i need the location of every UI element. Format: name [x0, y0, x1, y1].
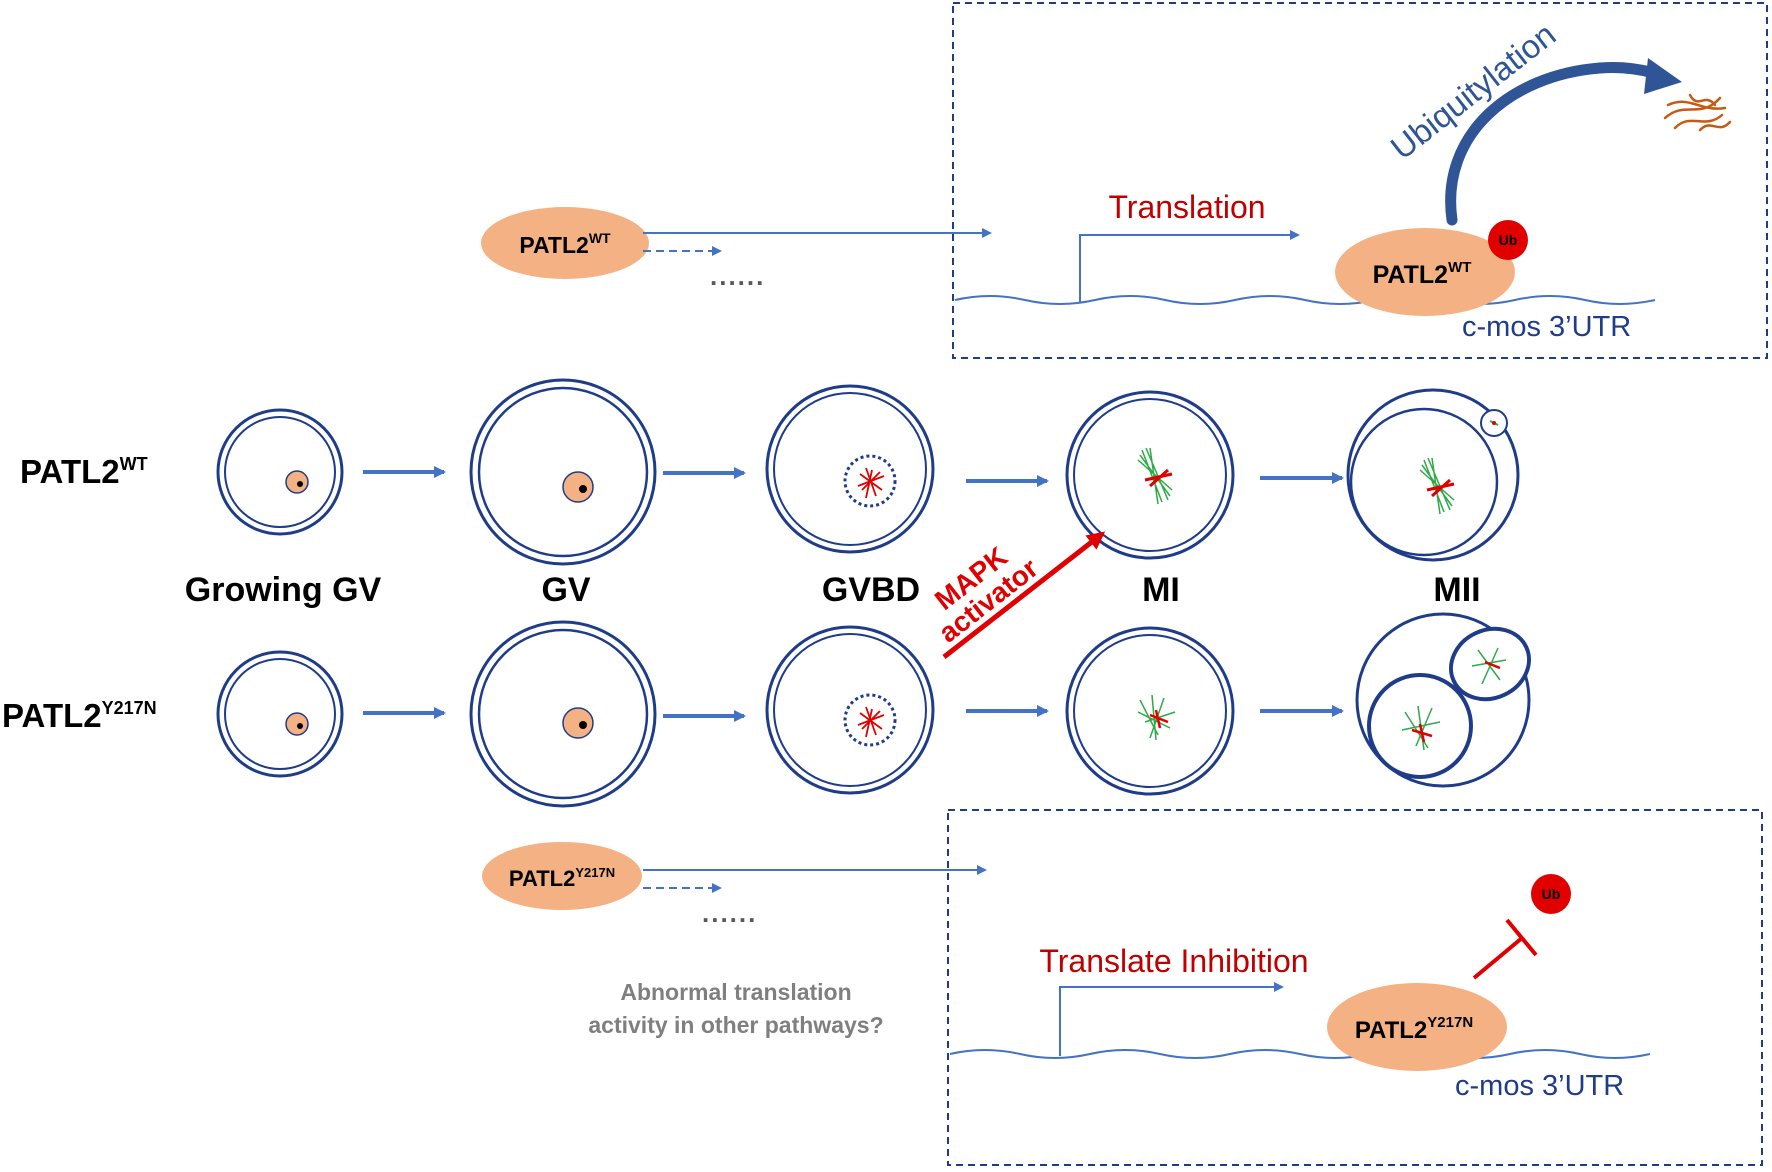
mut-gvbd-oocyte — [765, 625, 935, 795]
patl2-wt-protein-top-label: PATL2 — [519, 232, 588, 258]
mut-gv-oocyte — [469, 620, 657, 808]
mut-mii-oocyte — [1355, 612, 1531, 788]
ubiquitylation-label: Ubiquitylation — [1383, 15, 1562, 166]
svg-text:PATL2WT: PATL2WT — [1373, 259, 1472, 289]
patl2-wt-protein-top-sup: WT — [589, 230, 611, 246]
svg-text:PATL2Y217N: PATL2Y217N — [2, 697, 157, 734]
patl2-mut-protein-bottom-label: PATL2 — [509, 866, 575, 891]
bottom-mrna-wave — [949, 1049, 1651, 1059]
patl2-mut-protein-mrna-sup: Y217N — [1427, 1014, 1473, 1031]
svg-text:PATL2Y217N: PATL2Y217N — [509, 865, 615, 891]
wt-mii-oocyte — [1346, 388, 1520, 562]
mapk-activator-arrow — [942, 531, 1106, 659]
wt-row-label-sup: WT — [120, 454, 148, 474]
patl2-mut-protein-bottom-sup: Y217N — [575, 865, 615, 880]
wt-growing-gv-oocyte — [216, 408, 344, 536]
ubiquitylation-arrow — [1445, 62, 1666, 226]
patl2-wt-protein-top — [481, 207, 649, 279]
mut-mi-oocyte — [1065, 626, 1235, 796]
patl2-mut-protein-mrna — [1327, 983, 1507, 1071]
wt-mi-oocyte — [1065, 390, 1235, 560]
patl2-wt-protein-mrna — [1335, 228, 1515, 316]
wt-gvbd-oocyte — [765, 384, 935, 554]
mut-growing-gv-oocyte — [216, 650, 344, 778]
top-mrna-wave — [954, 295, 1656, 305]
translate-inhibition-label: Translate Inhibition — [1039, 943, 1308, 979]
patl2-mut-protein-mrna-label: PATL2 — [1355, 1017, 1427, 1044]
stage-label-mii: MII — [1433, 571, 1480, 609]
bottom-utr-label: c-mos 3’UTR — [1455, 1070, 1624, 1102]
ubiquitylation-arrowhead — [1644, 58, 1682, 94]
svg-text:PATL2Y217N: PATL2Y217N — [1355, 1014, 1473, 1044]
top-dots: ...... — [710, 261, 765, 291]
wt-row-label: PATL2 — [20, 453, 120, 490]
bottom-dots: ...... — [702, 898, 757, 928]
bottom-dashed-box — [947, 809, 1763, 1166]
top-dashed-box — [952, 2, 1768, 359]
ub-circle-bottom — [1531, 874, 1571, 914]
inhibition-bar — [1505, 918, 1538, 957]
svg-text:PATL2WT: PATL2WT — [20, 453, 148, 490]
stage-label-mi: MI — [1142, 571, 1180, 609]
question-line-1: Abnormal translation — [620, 979, 851, 1005]
question-line-2: activity in other pathways? — [588, 1012, 883, 1038]
translation-label: Translation — [1108, 189, 1265, 225]
ub-circle-top — [1488, 220, 1528, 260]
inhibition-line — [1472, 936, 1524, 980]
patl2-wt-protein-mrna-label: PATL2 — [1373, 261, 1448, 289]
patl2-mut-protein-bottom — [482, 842, 642, 910]
bottom-translation-start-arrow — [1059, 982, 1284, 1056]
mut-row-label-sup: Y217N — [102, 698, 157, 718]
stage-label-gv: GV — [541, 571, 590, 609]
top-translation-start-arrow — [1079, 230, 1300, 302]
top-utr-label: c-mos 3’UTR — [1462, 311, 1631, 343]
ub-label-bottom: Ub — [1542, 886, 1561, 902]
mut-row-label: PATL2 — [2, 697, 102, 734]
patl2-wt-protein-mrna-sup: WT — [1448, 259, 1471, 276]
degraded-protein-fibers — [1663, 93, 1732, 132]
stage-label-gvbd: GVBD — [822, 571, 920, 609]
wt-gv-oocyte — [469, 378, 657, 566]
svg-text:PATL2WT: PATL2WT — [519, 230, 611, 258]
ub-label-top: Ub — [1499, 232, 1518, 248]
stage-label-growing-gv: Growing GV — [185, 571, 382, 609]
